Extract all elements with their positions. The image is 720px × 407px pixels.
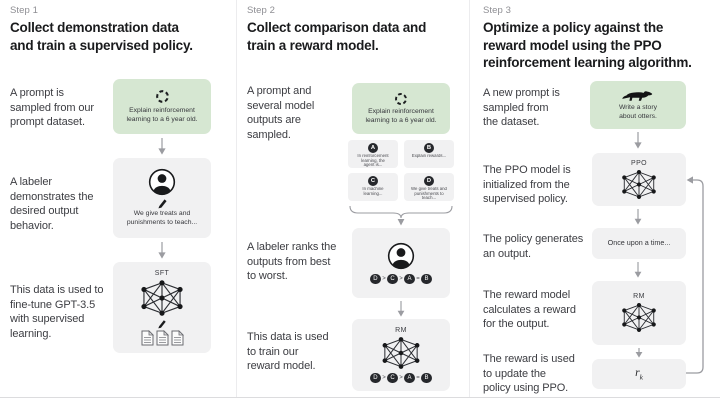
otter-icon — [621, 88, 655, 103]
neural-network-icon — [620, 302, 658, 333]
step2-train-label: This data is used to train our reward mo… — [247, 331, 329, 373]
neural-network-icon — [620, 169, 658, 200]
ranking-row: D > C > A = B — [370, 372, 432, 384]
step3-reward-label: The reward model calculates a reward for… — [483, 289, 576, 331]
labeler-icon — [148, 168, 176, 196]
option-text: In machine learning... — [362, 186, 384, 196]
rank-circle: A — [404, 273, 415, 285]
down-arrow-icon — [635, 348, 643, 358]
output-option-b: B Explain rewards... — [404, 140, 454, 168]
rm-model-box: RM — [592, 281, 686, 345]
step2-prompt-label: A prompt and several model outputs are s… — [247, 85, 315, 141]
neural-network-icon — [139, 279, 185, 317]
step1-labeler-box: We give treats and punishments to teach.… — [113, 158, 211, 238]
rank-circle: D — [370, 273, 381, 285]
step2-label: Step 2 — [247, 5, 276, 16]
option-text: We give treats and punishments to teach.… — [411, 186, 447, 201]
step3-ppo-label: The PPO model is initialized from the su… — [483, 164, 571, 206]
step2-rank-label: A labeler ranks the outputs from best to… — [247, 241, 337, 283]
rank-circle: B — [421, 273, 432, 285]
step2-prompt-box-text: Explain reinforcement learning to a 6 ye… — [365, 107, 437, 124]
step3-output-label: The policy generates an output. — [483, 233, 584, 260]
down-arrow-icon — [633, 132, 643, 149]
step3-title: Optimize a policy against the reward mod… — [483, 20, 692, 70]
step3-prompt-box: Write a story about otters. — [590, 81, 686, 129]
feedback-loop-arrow — [686, 176, 704, 374]
step1-title: Collect demonstration data and train a s… — [10, 20, 193, 53]
rank-circle: A — [404, 372, 415, 384]
pencil-icon — [157, 198, 168, 209]
down-arrow-icon — [157, 242, 167, 259]
policy-output-text: Once upon a time... — [607, 238, 671, 248]
step3-label: Step 3 — [483, 5, 512, 16]
labeler-icon — [387, 242, 415, 270]
column-divider — [236, 0, 237, 398]
down-arrow-icon — [396, 301, 406, 317]
sft-tag: SFT — [154, 269, 170, 277]
step2-labeler-box: D > C > A = B — [352, 228, 450, 298]
step2-title: Collect comparison data and train a rewa… — [247, 20, 427, 53]
step1-prompt-box: Explain reinforcement learning to a 6 ye… — [113, 79, 211, 134]
option-letter-badge: C — [368, 175, 378, 186]
step3-update-label: The reward is used to update the policy … — [483, 353, 575, 395]
reward-value-box: rk — [592, 359, 686, 389]
down-arrow-icon — [157, 138, 167, 155]
step3-prompt-label: A new prompt is sampled from the dataset… — [483, 87, 560, 129]
step2-prompt-box: Explain reinforcement learning to a 6 ye… — [352, 83, 450, 134]
option-text: Explain rewards... — [411, 153, 447, 158]
step1-labeler-box-text: We give treats and punishments to teach.… — [126, 210, 198, 226]
step1-label: Step 1 — [10, 5, 39, 16]
down-arrow-icon — [633, 262, 643, 278]
reward-symbol: rk — [635, 366, 643, 382]
ppo-tag: PPO — [631, 159, 647, 167]
curly-brace-icon — [349, 205, 453, 226]
pencil-icon — [157, 319, 167, 329]
policy-output-box: Once upon a time... — [592, 228, 686, 259]
step1-labeler-label: A labeler demonstrates the desired outpu… — [10, 176, 94, 232]
step1-prompt-label: A prompt is sampled from our prompt data… — [10, 87, 94, 129]
rank-circle: D — [370, 372, 381, 384]
step3-prompt-box-text: Write a story about otters. — [618, 104, 658, 120]
ppo-model-box: PPO — [592, 153, 686, 206]
neural-network-icon — [380, 336, 422, 370]
rank-circle: C — [387, 372, 398, 384]
rm-tag: RM — [395, 326, 407, 334]
down-arrow-icon — [633, 209, 643, 225]
sample-icon — [394, 92, 408, 106]
step1-finetune-label: This data is used to fine-tune GPT-3.5 w… — [10, 284, 104, 340]
option-letter-badge: D — [424, 175, 434, 186]
option-letter-badge: A — [368, 142, 378, 153]
rank-circle: C — [387, 273, 398, 285]
rm-tag: RM — [633, 293, 645, 300]
sample-icon — [155, 89, 170, 104]
option-letter-badge: B — [424, 142, 434, 153]
option-text: In reinforcement learning, the agent is.… — [357, 153, 389, 168]
bottom-rule — [0, 397, 720, 398]
output-option-d: D We give treats and punishments to teac… — [404, 173, 454, 201]
documents-icon — [141, 330, 184, 346]
step1-prompt-box-text: Explain reinforcement learning to a 6 ye… — [126, 106, 198, 123]
column-divider — [469, 0, 470, 398]
rank-circle: B — [421, 372, 432, 384]
ranking-row: D > C > A = B — [370, 273, 432, 285]
rm-model-box: RM D > C > A = B — [352, 319, 450, 391]
output-option-a: A In reinforcement learning, the agent i… — [348, 140, 398, 168]
output-option-c: C In machine learning... — [348, 173, 398, 201]
sft-model-box: SFT — [113, 262, 211, 353]
